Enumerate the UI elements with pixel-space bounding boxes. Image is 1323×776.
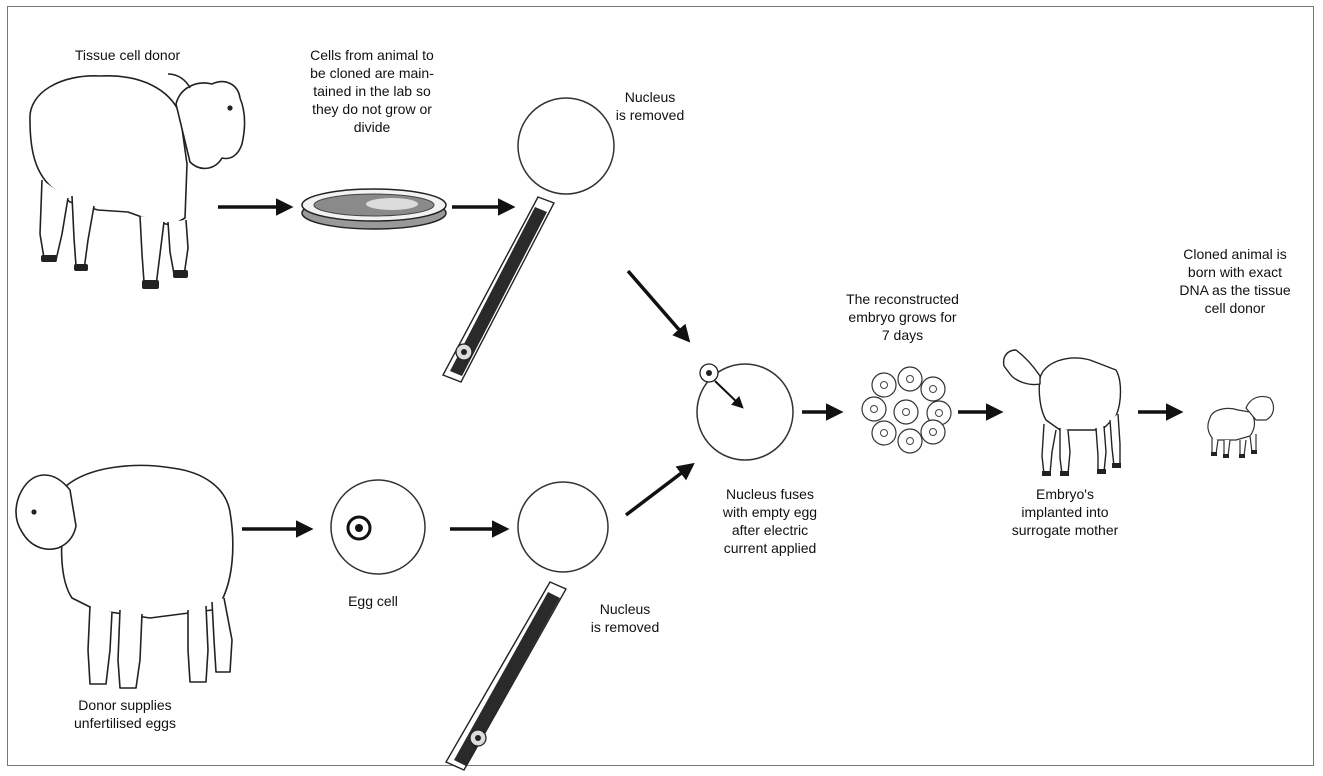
enucleated-egg-circle [518,482,608,572]
tissue-donor-sheep-icon [30,74,245,286]
lamb-hooves [1211,450,1257,458]
process-arrows [218,207,1180,529]
surrogate-hooves [1042,463,1121,476]
pipette-icon-bottom [446,582,566,770]
label-cells-maintained: Cells from animal to be cloned are main-… [272,46,472,136]
arrow-cell-to-fusion [628,271,688,340]
petri-dish-icon [302,189,446,229]
pipette-icon [443,197,554,382]
label-egg-donor: Donor supplies unfertilised eggs [45,696,205,732]
lamb-icon [1208,396,1274,456]
label-nucleus-removed-top: Nucleus is removed [580,88,720,124]
label-nucleus-removed-bottom: Nucleus is removed [555,600,695,636]
label-reconstructed-embryo: The reconstructed embryo grows for 7 day… [815,290,990,344]
arrow-egg-to-fusion [626,465,692,515]
egg-donor-sheep-icon [16,465,233,688]
label-egg-cell: Egg cell [318,592,428,610]
egg-cell-circle [331,480,425,574]
surrogate-sheep-icon [1004,350,1121,474]
label-tissue-donor: Tissue cell donor [40,46,215,64]
label-cloned-animal: Cloned animal is born with exact DNA as … [1150,245,1320,317]
label-nucleus-fuses: Nucleus fuses with empty egg after elect… [685,485,855,557]
label-embryo-implanted: Embryo's implanted into surrogate mother [985,485,1145,539]
tissue-donor-hooves [41,255,188,289]
